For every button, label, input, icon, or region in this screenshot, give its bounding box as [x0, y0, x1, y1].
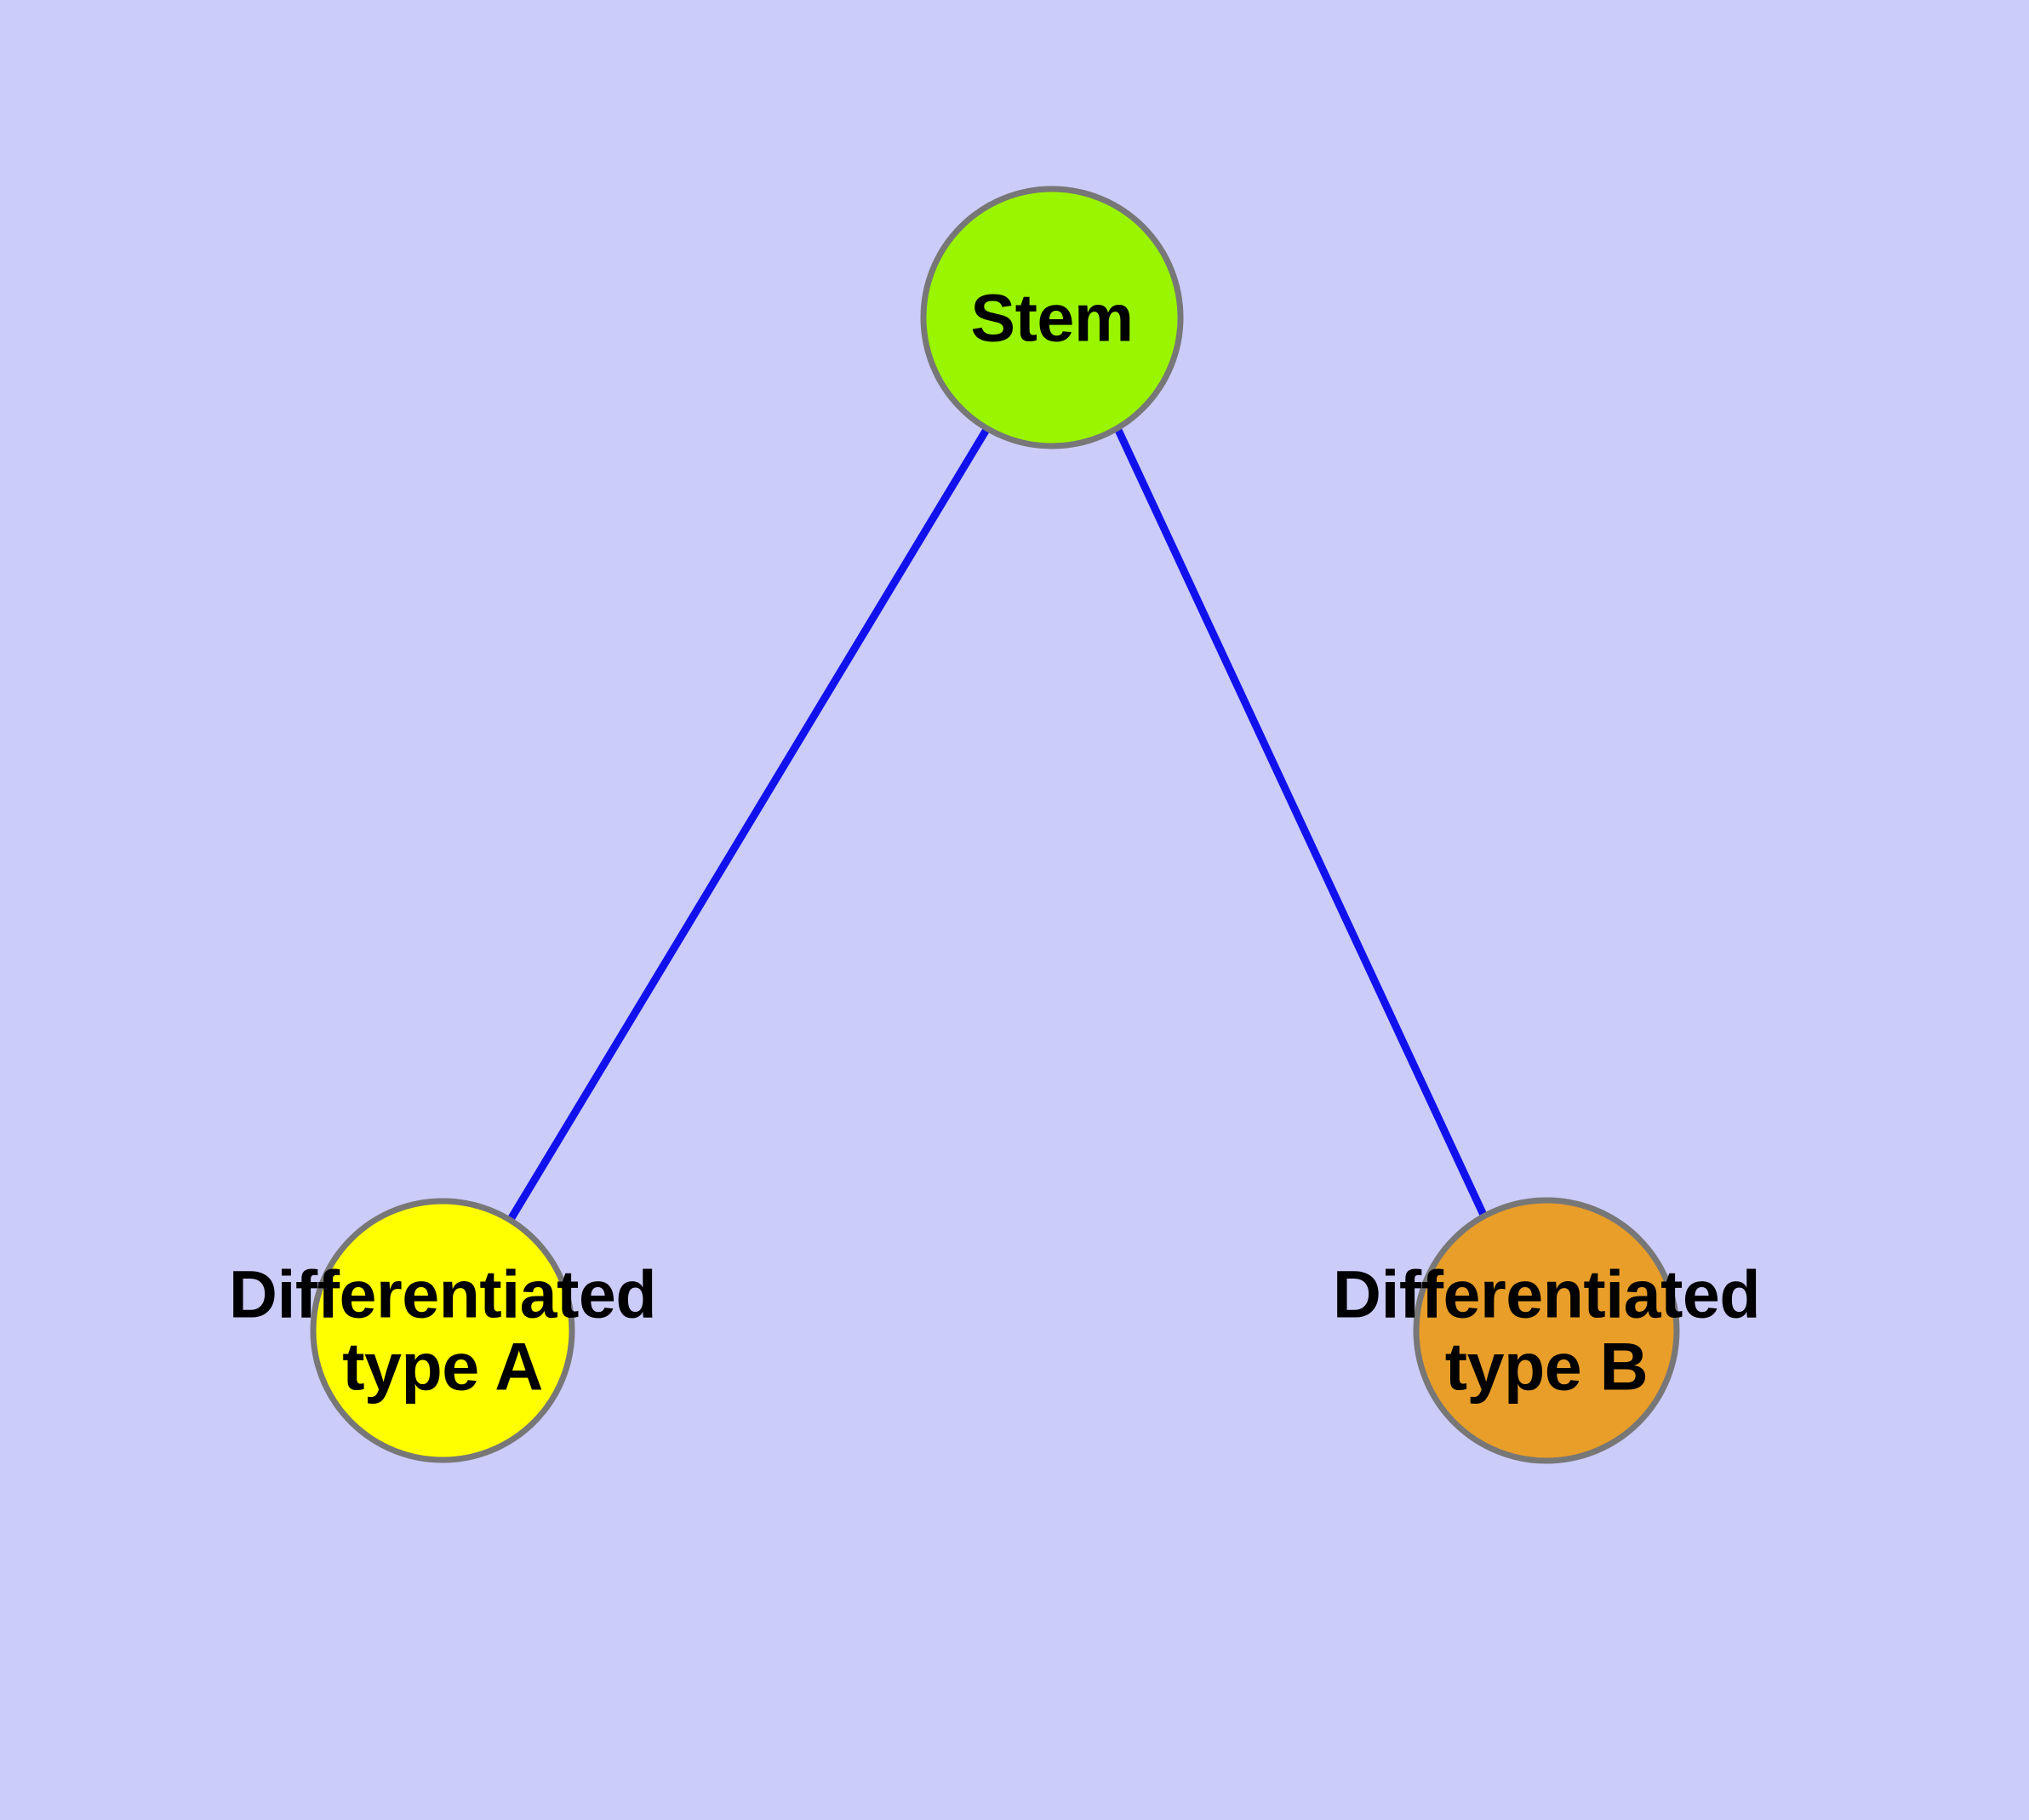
nodes-group — [310, 186, 1680, 1464]
edges-group — [506, 426, 1493, 1228]
node-stem[interactable] — [920, 186, 1184, 449]
edge-stem-to-b[interactable] — [1113, 426, 1493, 1228]
edge-stem-to-a[interactable] — [506, 426, 991, 1223]
node-diff_a[interactable] — [310, 1198, 575, 1463]
node-diff_b[interactable] — [1413, 1197, 1680, 1464]
